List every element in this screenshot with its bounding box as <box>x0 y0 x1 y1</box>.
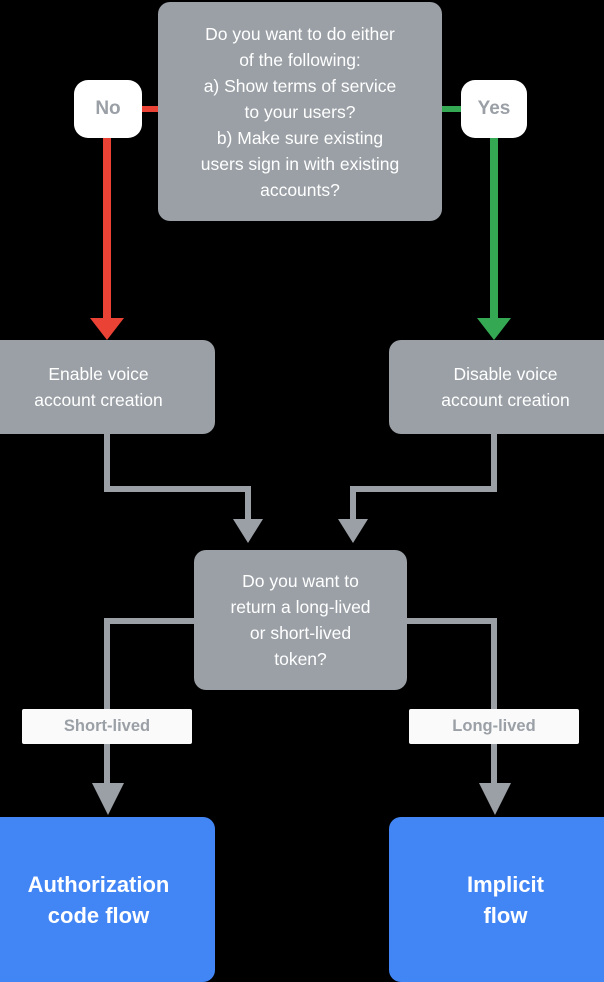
node-enable-voice-account-creation-text: Enable voice account creation <box>34 364 163 410</box>
edge-short-lived-down <box>104 618 110 786</box>
edge-disable-to-q2-arrowhead <box>338 519 368 543</box>
edge-yes-stub <box>437 106 467 112</box>
node-question-2-text: Do you want to return a long-lived or sh… <box>230 571 371 669</box>
edge-label-no[interactable]: No <box>74 80 142 138</box>
edge-yes-arrowhead <box>477 318 511 340</box>
node-authorization-code-flow[interactable]: Authorization code flow <box>0 817 215 982</box>
edge-no-stub <box>137 106 165 112</box>
edge-label-short-lived-text: Short-lived <box>63 717 151 735</box>
edge-label-long-lived-text: Long-lived <box>452 717 536 735</box>
edge-long-lived-across <box>400 618 497 624</box>
edge-yes-vertical-line <box>490 136 498 322</box>
edge-enable-to-q2-across <box>104 486 251 492</box>
edge-short-lived-arrowhead <box>92 783 124 815</box>
node-enable-voice-account-creation[interactable]: Enable voice account creation <box>0 340 215 434</box>
edge-label-yes[interactable]: Yes <box>461 80 527 138</box>
edge-label-short-lived[interactable]: Short-lived <box>22 709 192 744</box>
node-question-1[interactable]: Do you want to do either of the followin… <box>158 2 442 221</box>
node-disable-voice-account-creation[interactable]: Disable voice account creation <box>389 340 604 434</box>
edge-disable-to-q2-across <box>350 486 497 492</box>
node-disable-voice-account-creation-text: Disable voice account creation <box>441 364 570 410</box>
edge-long-lived-arrowhead <box>479 783 511 815</box>
edge-label-long-lived[interactable]: Long-lived <box>409 709 579 744</box>
node-question-1-text: Do you want to do either of the followin… <box>200 23 400 200</box>
edge-short-lived-across <box>104 618 201 624</box>
edge-disable-to-q2-drop <box>350 486 356 522</box>
edge-no-vertical-line <box>103 136 111 322</box>
node-implicit-flow[interactable]: Implicit flow <box>389 817 604 982</box>
edge-label-no-text: No <box>95 98 121 119</box>
edge-enable-to-q2-arrowhead <box>233 519 263 543</box>
edge-enable-to-q2-down <box>104 434 110 492</box>
edge-no-arrowhead <box>90 318 124 340</box>
node-authorization-code-flow-text: Authorization code flow <box>27 871 170 928</box>
edge-long-lived-down <box>491 618 497 786</box>
edge-label-yes-text: Yes <box>477 98 511 119</box>
node-implicit-flow-text: Implicit flow <box>466 871 544 928</box>
node-question-2[interactable]: Do you want to return a long-lived or sh… <box>194 550 407 690</box>
edge-enable-to-q2-drop <box>245 486 251 522</box>
edge-disable-to-q2-down <box>491 434 497 492</box>
